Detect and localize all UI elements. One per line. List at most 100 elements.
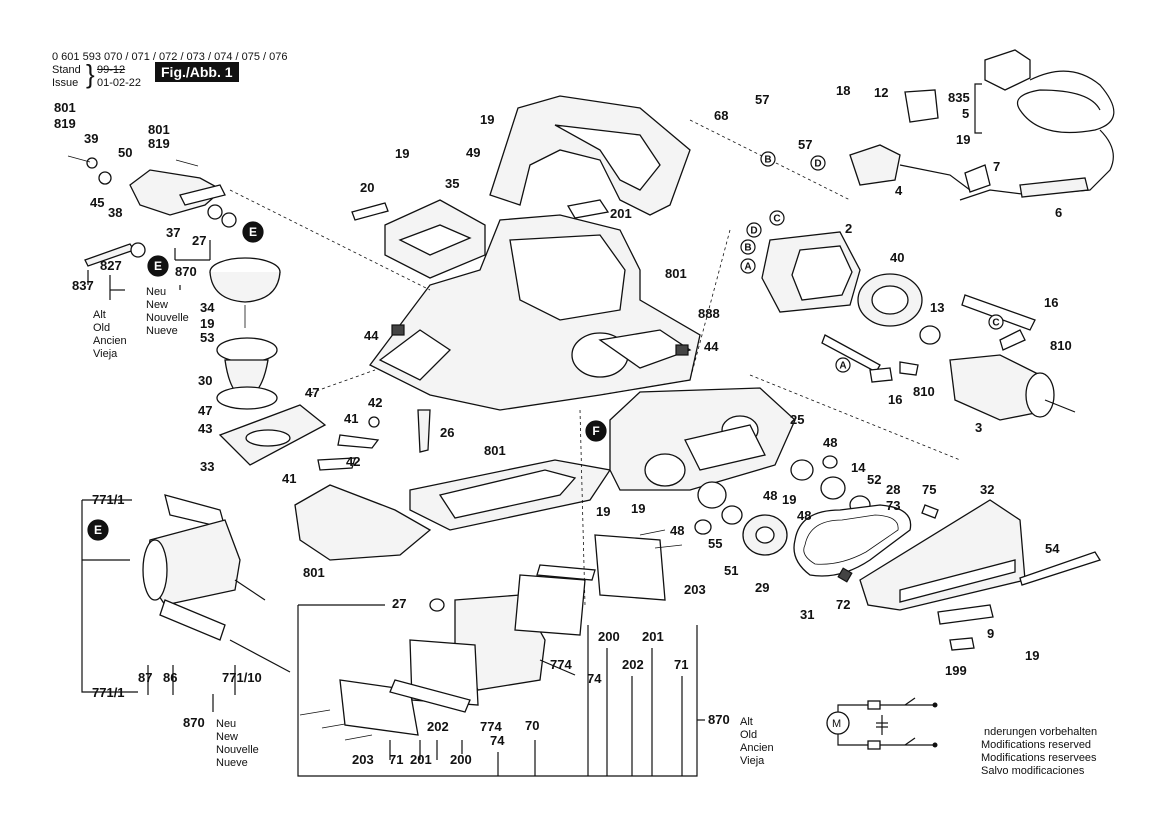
svg-text:D: D [814,159,821,170]
svg-text:E: E [249,225,257,239]
part-label: 201 [610,206,632,221]
letter-marker-b: B [740,239,756,255]
part-label: 26 [440,425,454,440]
new-legend-1-0: Neu [146,286,167,298]
svg-text:D: D [750,226,757,237]
old-legend-2-3: Vieja [740,755,765,767]
issue-label: Issue [52,77,79,89]
part-label: 199 [945,663,967,678]
part-label: 33 [200,459,214,474]
svg-text:F: F [592,424,599,438]
old-legend-1-0: Alt [93,309,106,321]
part-label: 7 [993,159,1000,174]
part-label: 870 [175,264,197,279]
old-legend-1-1: Old [93,322,111,334]
part-label: 202 [427,719,449,734]
part-label: 52 [867,472,881,487]
part-label: 819 [148,136,170,151]
letter-marker-e: E [147,255,169,277]
letter-marker-e: E [87,519,109,541]
part-label: 43 [198,421,212,436]
part-label: 87 [138,670,152,685]
old-legend-2-2: Ancien [740,742,774,754]
part-label: 41 [282,471,296,486]
modification-note-1: Modifications reserved [981,739,1092,751]
svg-text:A: A [839,361,846,372]
part-label: 19 [395,146,409,161]
figure-label: Fig./Abb. 1 [155,62,239,82]
part-label: 86 [163,670,177,685]
svg-text:C: C [773,214,780,225]
part-label: 827 [100,258,122,273]
part-label: 30 [198,373,212,388]
part-label: 801 [303,565,325,580]
belt-cover [837,499,1101,651]
part-label: 50 [118,145,132,160]
part-label: 68 [714,108,728,123]
new-legend-2-3: Nueve [216,757,248,769]
part-label: 9 [987,626,994,641]
part-label: 40 [890,250,904,265]
part-label: 74 [490,733,505,748]
new-legend-1-2: Nouvelle [146,312,189,324]
part-label: 28 [886,482,900,497]
part-label: 201 [642,629,664,644]
svg-text:C: C [992,318,999,329]
letter-marker-d: D [746,222,762,238]
part-label: 13 [930,300,944,315]
svg-text:E: E [94,523,102,537]
part-label: 39 [84,131,98,146]
part-label: 14 [851,460,866,475]
part-label: 203 [352,752,374,767]
svg-text:B: B [744,243,751,254]
part-label: 19 [782,492,796,507]
header-brace: } [86,59,95,89]
part-label: 5 [962,106,969,121]
part-label: 57 [755,92,769,107]
part-label: 20 [360,180,374,195]
letter-marker-d: D [810,155,826,171]
part-label: 16 [888,392,902,407]
new-legend-1-3: Nueve [146,325,178,337]
switch-housing [351,199,610,279]
kit-brackets [81,83,982,777]
part-label: 42 [346,454,360,469]
part-label: 57 [798,137,812,152]
part-label: 819 [54,116,76,131]
modification-note-0: nderungen vorbehalten [984,726,1098,738]
part-label: 49 [466,145,480,160]
reference-lines [229,119,961,606]
svg-text:A: A [744,262,751,273]
new-blade-drum [299,529,683,741]
part-label: 48 [797,508,811,523]
part-label: 771/1 [92,685,125,700]
part-label: 870 [183,715,205,730]
part-label: 73 [886,498,900,513]
part-label: 45 [90,195,104,210]
old-legend-1-3: Vieja [93,348,118,360]
part-label: 19 [596,504,610,519]
part-label: 19 [956,132,970,147]
part-label: 47 [198,403,212,418]
part-label: 44 [364,328,379,343]
new-legend-2-0: Neu [216,718,237,730]
modification-note-3: Salvo modificaciones [981,765,1085,777]
modification-note-2: Modifications reservees [981,752,1097,764]
drive-belt [793,504,912,577]
part-label: 12 [874,85,888,100]
part-label: 6 [1055,205,1062,220]
old-legend-2-1: Old [740,729,758,741]
main-housing [369,214,701,411]
new-legend-2-2: Nouvelle [216,744,259,756]
part-label: 19 [200,316,214,331]
motor-stator [761,231,941,345]
part-label: 202 [622,657,644,672]
part-label: 74 [587,671,602,686]
circuit-schematic: M [826,697,938,750]
part-label: 4 [895,183,903,198]
svg-text:E: E [154,259,162,273]
gear-housing [609,387,871,556]
part-label: 75 [922,482,936,497]
letter-marker-c: C [988,314,1004,330]
